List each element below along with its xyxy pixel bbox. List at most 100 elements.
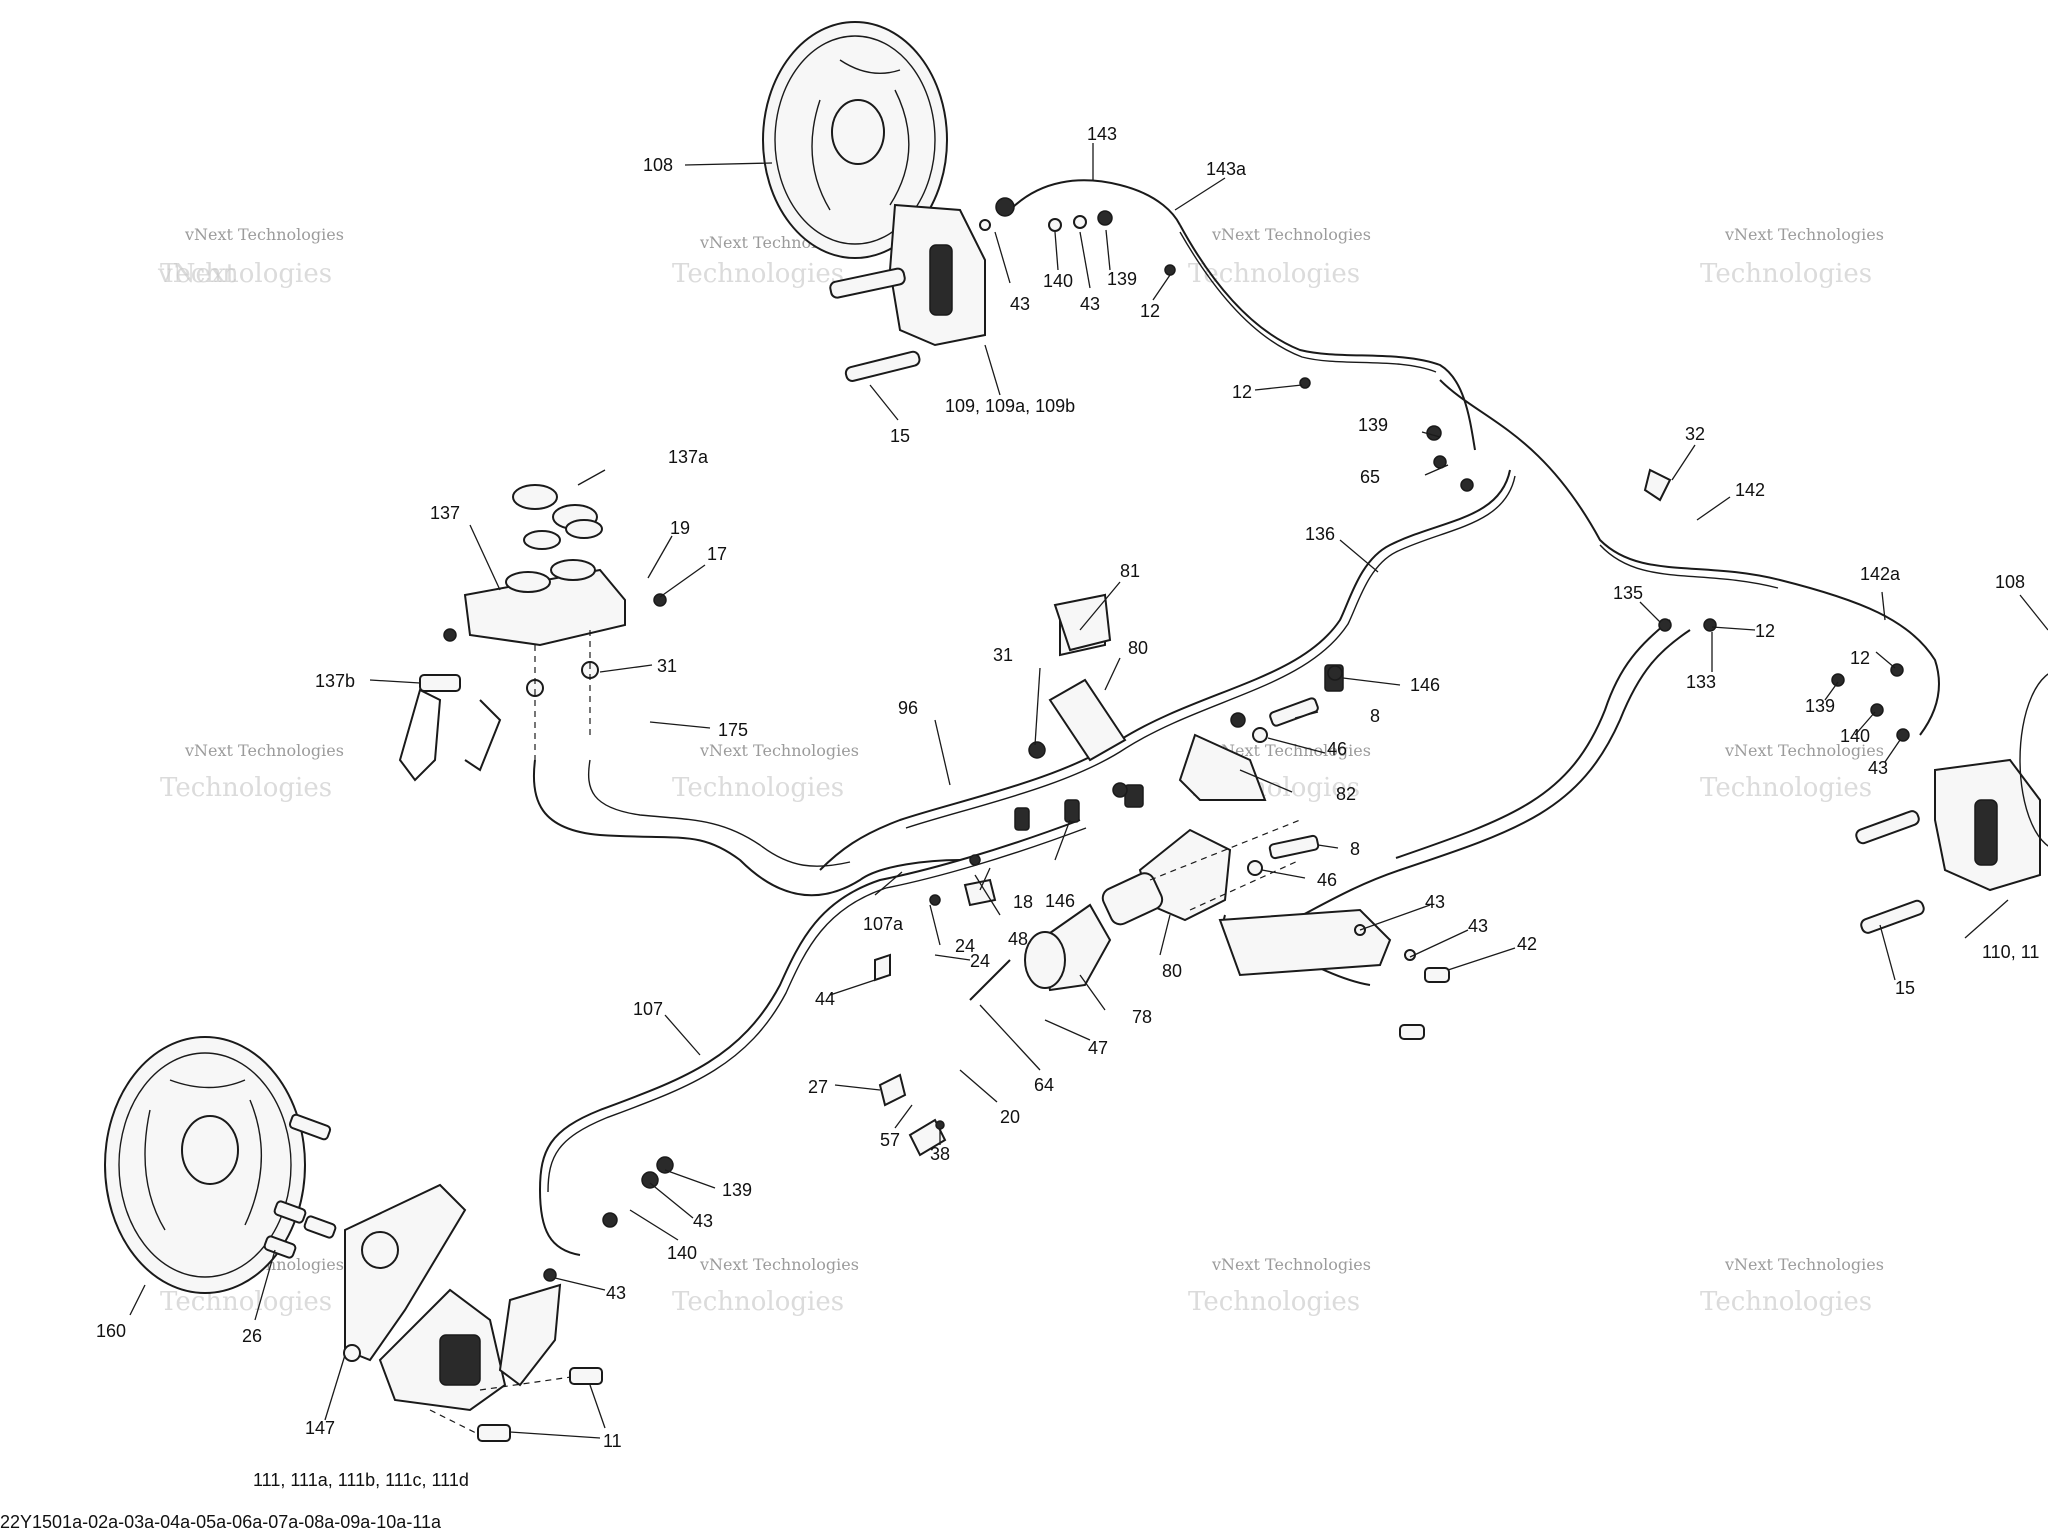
callout-labels: 108 143 143a 43 140 43 139 12 12 15 109,… (96, 124, 2039, 1490)
svg-text:Technologies: Technologies (672, 259, 844, 289)
callout-136: 136 (1305, 524, 1335, 544)
callout-8: 8 (1350, 839, 1360, 859)
brake-lines (532, 179, 1941, 1256)
callout-19: 19 (670, 518, 690, 538)
callout-46: 46 (1317, 870, 1337, 890)
svg-text:Technologies: Technologies (1700, 773, 1872, 803)
callout-146: 146 (1045, 891, 1075, 911)
reservoir-137 (398, 484, 667, 782)
callout-24: 24 (955, 936, 975, 956)
callout-57: 57 (880, 1130, 900, 1150)
callout-65: 65 (1360, 467, 1380, 487)
caliper-111 (343, 1156, 674, 1442)
callout-80: 80 (1128, 638, 1148, 658)
svg-text:vNext: vNext (157, 259, 236, 289)
svg-text:Technologies: Technologies (160, 773, 332, 803)
callout-43: 43 (1080, 294, 1100, 314)
callout-143a: 143a (1206, 159, 1247, 179)
svg-text:Technologies: Technologies (1188, 1287, 1360, 1317)
svg-text:Technologies: Technologies (1188, 259, 1360, 289)
callout-8: 8 (1370, 706, 1380, 726)
diagram-code: 22Y1501a-02a-03a-04a-05a-06a-07a-08a-09a… (0, 1512, 442, 1532)
leader-lines (129, 143, 2048, 1439)
callout-139: 139 (722, 1180, 752, 1200)
callout-17: 17 (707, 544, 727, 564)
callout-24: 24 (970, 951, 990, 971)
svg-text:vNext Technologies: vNext Technologies (1724, 1255, 1884, 1274)
callout-139: 139 (1805, 696, 1835, 716)
callout-139: 139 (1107, 269, 1137, 289)
callout-20: 20 (1000, 1107, 1020, 1127)
svg-text:Technologies: Technologies (672, 773, 844, 803)
callout-43: 43 (1468, 916, 1488, 936)
brake-disc-160 (104, 1036, 337, 1294)
callout-110: 110, 11 (1982, 942, 2039, 962)
callout-108: 108 (1995, 572, 2025, 592)
callout-27: 27 (808, 1077, 828, 1097)
svg-text:vNext Technologies: vNext Technologies (1211, 1255, 1371, 1274)
callout-140: 140 (1043, 271, 1073, 291)
caliper-110 (1218, 673, 2048, 1040)
callout-12: 12 (1850, 648, 1870, 668)
callout-46: 46 (1327, 739, 1347, 759)
svg-text:Technologies: Technologies (160, 259, 332, 289)
callout-143: 143 (1087, 124, 1117, 144)
callout-43: 43 (1425, 892, 1445, 912)
svg-text:vNext Technologies: vNext Technologies (1211, 741, 1371, 760)
callout-31: 31 (993, 645, 1013, 665)
callout-140: 140 (1840, 726, 1870, 746)
caliper-109 (829, 197, 1113, 382)
callout-135: 135 (1613, 583, 1643, 603)
callout-109: 109, 109a, 109b (945, 396, 1075, 416)
callout-107a: 107a (863, 914, 904, 934)
callout-137: 137 (430, 503, 460, 523)
callout-96: 96 (898, 698, 918, 718)
svg-text:vNext Technologies: vNext Technologies (1724, 225, 1884, 244)
callout-38: 38 (930, 1144, 950, 1164)
callout-139: 139 (1358, 415, 1388, 435)
svg-text:Technologies: Technologies (1700, 1287, 1872, 1317)
callout-175: 175 (718, 720, 748, 740)
callout-137a: 137a (668, 447, 709, 467)
callout-48: 48 (1008, 929, 1028, 949)
callout-18: 18 (1013, 892, 1033, 912)
callout-133: 133 (1686, 672, 1716, 692)
callout-108: 108 (643, 155, 673, 175)
callout-43: 43 (1010, 294, 1030, 314)
callout-146: 146 (1410, 675, 1440, 695)
callout-26: 26 (242, 1326, 262, 1346)
svg-text:vNext Technologies: vNext Technologies (1724, 741, 1884, 760)
callout-160: 160 (96, 1321, 126, 1341)
callout-111: 111, 111a, 111b, 111c, 111d (253, 1470, 469, 1490)
callout-31: 31 (657, 656, 677, 676)
callout-142: 142 (1735, 480, 1765, 500)
master-cylinder-80 (1014, 593, 1344, 992)
brake-disc-108-top (762, 21, 948, 259)
callout-15: 15 (1895, 978, 1915, 998)
callout-42: 42 (1517, 934, 1537, 954)
callout-44: 44 (815, 989, 835, 1009)
callout-12: 12 (1755, 621, 1775, 641)
callout-107: 107 (633, 999, 663, 1019)
callout-140: 140 (667, 1243, 697, 1263)
svg-text:Technologies: Technologies (1700, 259, 1872, 289)
fittings (1053, 264, 1910, 798)
callout-137b: 137b (315, 671, 355, 691)
svg-text:vNext Technologies: vNext Technologies (184, 225, 344, 244)
callout-142a: 142a (1860, 564, 1901, 584)
svg-text:vNext Technologies: vNext Technologies (699, 741, 859, 760)
callout-43: 43 (606, 1283, 626, 1303)
svg-text:vNext Technologies: vNext Technologies (1211, 225, 1371, 244)
callout-80: 80 (1162, 961, 1182, 981)
callout-12: 12 (1140, 301, 1160, 321)
